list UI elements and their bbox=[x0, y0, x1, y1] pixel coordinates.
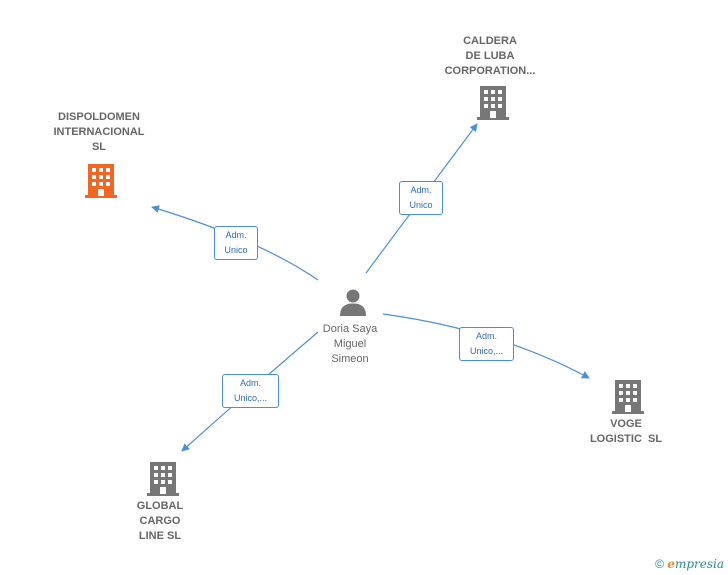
company-name-line: CORPORATION... bbox=[444, 65, 536, 77]
edge-label-line: Adm. bbox=[239, 378, 261, 388]
company-name-line: DISPOLDOMEN bbox=[58, 111, 140, 123]
building-icon[interactable] bbox=[84, 162, 118, 203]
company-name-line: CALDERA bbox=[463, 35, 517, 47]
company-name-line: LINE SL bbox=[138, 530, 182, 542]
edge-label-voge[interactable]: Adm. Unico,... bbox=[459, 327, 514, 361]
company-label-global[interactable]: GLOBAL CARGO LINE SL bbox=[115, 499, 205, 544]
company-name-line: DE LUBA bbox=[465, 50, 515, 62]
brand-logo: empresia bbox=[667, 557, 724, 571]
company-name-line: LOGISTIC SL bbox=[589, 433, 663, 445]
brand-logo-initial: e bbox=[667, 557, 675, 571]
person-name-line: Simeon bbox=[331, 353, 369, 365]
company-label-caldera[interactable]: CALDERA DE LUBA CORPORATION... bbox=[430, 34, 550, 79]
person-icon[interactable] bbox=[338, 287, 368, 322]
building-icon[interactable] bbox=[146, 460, 180, 501]
edge-label-dispoldomen[interactable]: Adm. Unico bbox=[214, 226, 258, 260]
company-label-voge[interactable]: VOGE LOGISTIC SL bbox=[576, 417, 676, 447]
person-name-line: Miguel bbox=[333, 338, 367, 350]
company-name-line: INTERNACIONAL bbox=[53, 126, 145, 138]
edge-label-line: Adm. bbox=[410, 185, 432, 195]
company-name-line: GLOBAL bbox=[136, 500, 184, 512]
edge-label-line: Unico bbox=[224, 245, 248, 255]
edge-label-line: Unico bbox=[409, 200, 433, 210]
edge-label-line: Adm. bbox=[225, 230, 247, 240]
company-name-line: SL bbox=[91, 141, 107, 153]
person-name-line: Doria Saya bbox=[322, 323, 378, 335]
person-name[interactable]: Doria Saya Miguel Simeon bbox=[300, 322, 400, 367]
brand-logo-text: mpresia bbox=[674, 557, 724, 571]
company-name-line: CARGO bbox=[139, 515, 181, 527]
edge-label-line: Unico,... bbox=[469, 346, 503, 356]
edge-label-line: Unico,... bbox=[233, 393, 267, 403]
company-name-line: VOGE bbox=[610, 418, 642, 430]
building-icon[interactable] bbox=[611, 378, 645, 419]
edge-label-global[interactable]: Adm. Unico,... bbox=[222, 374, 279, 408]
building-icon[interactable] bbox=[476, 84, 510, 125]
edge-label-line: Adm. bbox=[475, 331, 497, 341]
edge-label-caldera[interactable]: Adm. Unico bbox=[399, 181, 443, 215]
company-label-dispoldomen[interactable]: DISPOLDOMEN INTERNACIONAL SL bbox=[31, 110, 167, 155]
empresia-watermark: © empresia bbox=[655, 557, 724, 571]
copyright-symbol: © bbox=[655, 557, 664, 571]
